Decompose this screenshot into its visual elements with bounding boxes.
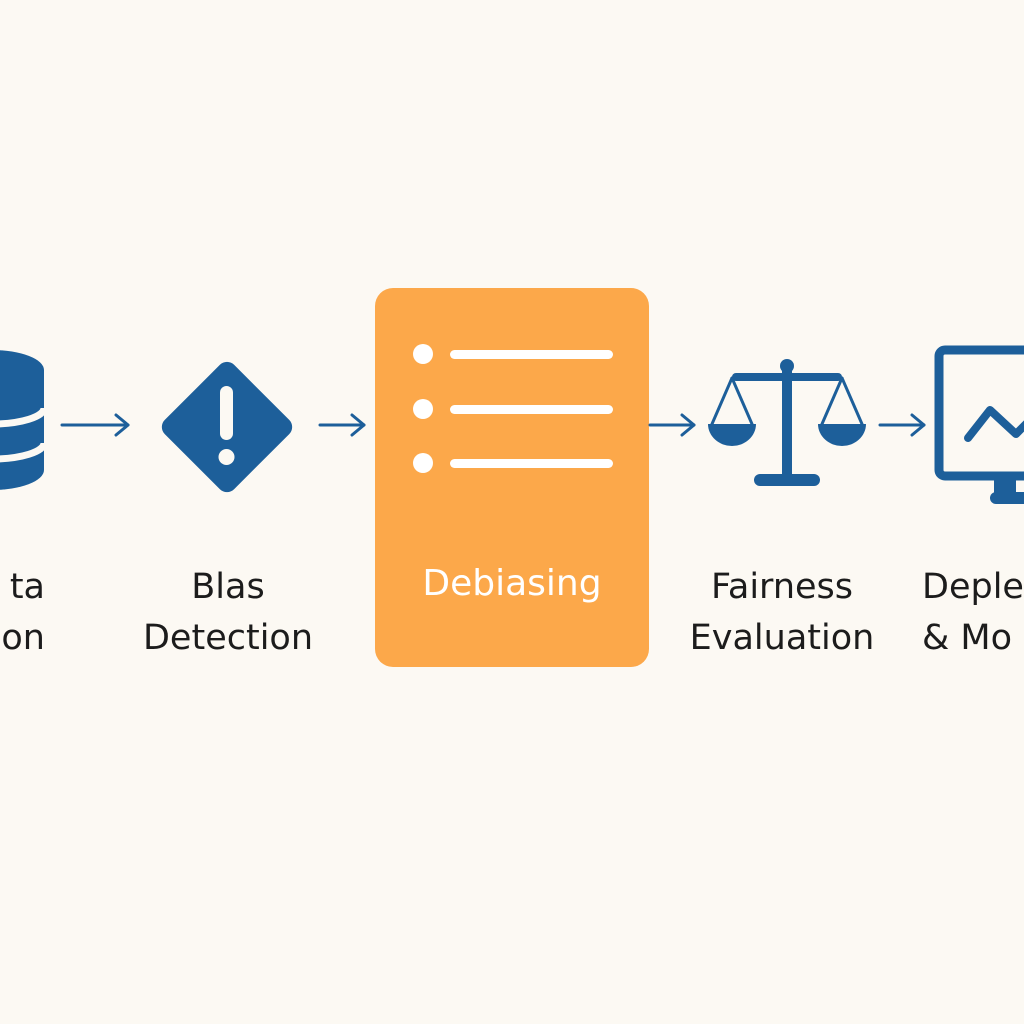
checklist-dot [413,453,433,473]
label-line: Fairness [710,567,854,607]
checklist-bar [450,405,613,414]
label-line: Evaluation [689,618,875,658]
checklist-dot [413,399,433,419]
stage-label-bias-detection: Blas Detection [68,562,388,664]
monitor-chart-icon [934,345,1024,504]
flow-arrow-2 [318,413,366,437]
flow-arrow-4 [878,413,926,437]
label-line: Blas [191,567,265,607]
balance-scale-icon [708,359,866,486]
stage-label-debiasing: Debiasing [422,563,602,604]
flow-arrow-1 [60,413,130,437]
checklist-dot [413,344,433,364]
stage-label-deployment-monitoring: Deple & Mo [922,562,1024,664]
checklist-bar [450,350,613,359]
stage-label-data-collection: ta ction [0,562,45,664]
label-line: Detection [142,618,314,658]
label-line: ta [9,567,45,607]
warning-diamond-icon [161,361,293,493]
stage-label-fairness-evaluation: Fairness Evaluation [622,562,942,664]
label-line: ction [0,618,45,658]
database-icon [0,350,48,490]
checklist-bar [450,459,613,468]
debiasing-card: Debiasing [375,288,649,667]
flow-arrow-3 [648,413,696,437]
label-line: & Mo [922,618,1013,658]
label-line: Deple [922,567,1024,607]
